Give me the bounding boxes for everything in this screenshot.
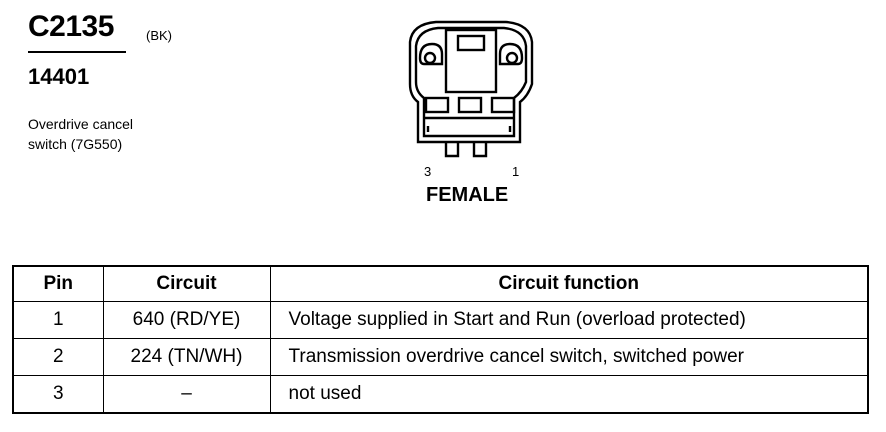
connector-gender-label: FEMALE bbox=[426, 184, 509, 206]
pin-cell: 3 bbox=[12, 375, 104, 414]
table-row: 3 – not used bbox=[12, 375, 869, 414]
circuit-cell: 224 (TN/WH) bbox=[102, 338, 271, 376]
column-header-circuit: Circuit bbox=[102, 265, 271, 302]
table-row: 1 640 (RD/YE) Voltage supplied in Start … bbox=[12, 301, 869, 339]
circuit-cell: 640 (RD/YE) bbox=[102, 301, 271, 339]
terminal-cavity-2 bbox=[457, 96, 483, 114]
right-lock-hole bbox=[505, 51, 519, 65]
circuit-function-cell: not used bbox=[269, 375, 869, 414]
pinout-table: Pin Circuit Circuit function 1 640 (RD/Y… bbox=[12, 265, 869, 414]
column-header-circuit-function: Circuit function bbox=[269, 265, 869, 302]
circuit-function-cell: Transmission overdrive cancel switch, sw… bbox=[269, 338, 869, 376]
connector-color-code: (BK) bbox=[146, 28, 172, 43]
left-lock-hole bbox=[423, 51, 437, 65]
part-number: 14401 bbox=[28, 64, 90, 89]
component-description-line1: Overdrive cancel bbox=[28, 116, 134, 132]
component-description-line2: switch (7G550) bbox=[28, 136, 123, 152]
pin-label-1: 1 bbox=[512, 164, 520, 179]
connector-inner-outline bbox=[414, 26, 528, 138]
connector-face-drawing bbox=[408, 20, 534, 158]
column-header-pin: Pin bbox=[12, 265, 104, 302]
terminal-cavity-1 bbox=[490, 96, 516, 114]
connector-id: C2135 bbox=[28, 10, 114, 43]
polarization-key-right bbox=[472, 142, 488, 158]
pin-cell: 2 bbox=[12, 338, 104, 376]
table-header-row: Pin Circuit Circuit function bbox=[12, 265, 869, 302]
terminal-cavity-3 bbox=[424, 96, 450, 114]
circuit-cell: – bbox=[102, 375, 271, 414]
circuit-function-cell: Voltage supplied in Start and Run (overl… bbox=[269, 301, 869, 339]
polarization-key-left bbox=[444, 142, 460, 158]
table-row: 2 224 (TN/WH) Transmission overdrive can… bbox=[12, 338, 869, 376]
pin-label-3: 3 bbox=[424, 164, 432, 179]
title-underline bbox=[28, 51, 126, 53]
connector-housing-outline bbox=[408, 20, 534, 144]
latch-body bbox=[444, 28, 498, 94]
pin-cell: 1 bbox=[12, 301, 104, 339]
lower-guide-rail bbox=[424, 116, 514, 132]
right-lock-tab bbox=[498, 42, 524, 66]
latch-cap bbox=[456, 34, 486, 52]
left-lock-tab bbox=[418, 42, 444, 66]
